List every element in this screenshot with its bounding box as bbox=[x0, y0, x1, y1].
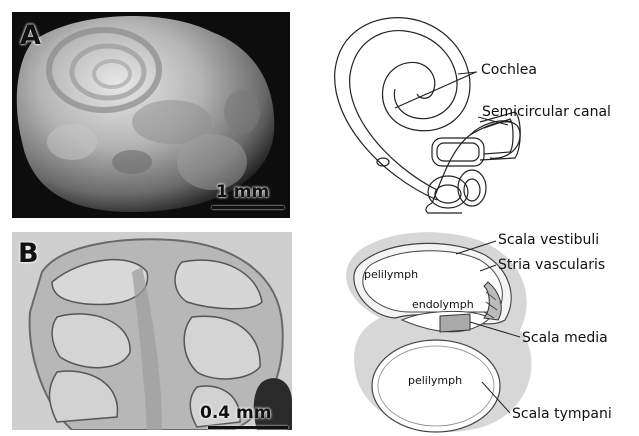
stria-vascularis-label: Stria vascularis bbox=[498, 257, 605, 273]
endolymph-label: endolymph bbox=[412, 298, 474, 311]
perilymph-top-label: pelilymph bbox=[364, 268, 418, 281]
scala-tympani-label: Scala tympani bbox=[512, 406, 612, 422]
cochlea-label: Cochlea bbox=[481, 62, 537, 78]
scala-vestibuli-label: Scala vestibuli bbox=[498, 232, 599, 248]
scala-media-label: Scala media bbox=[522, 330, 608, 346]
semicircular-canal-label: Semicircular canal bbox=[482, 104, 611, 120]
perilymph-bottom-label: pelilymph bbox=[408, 374, 462, 387]
